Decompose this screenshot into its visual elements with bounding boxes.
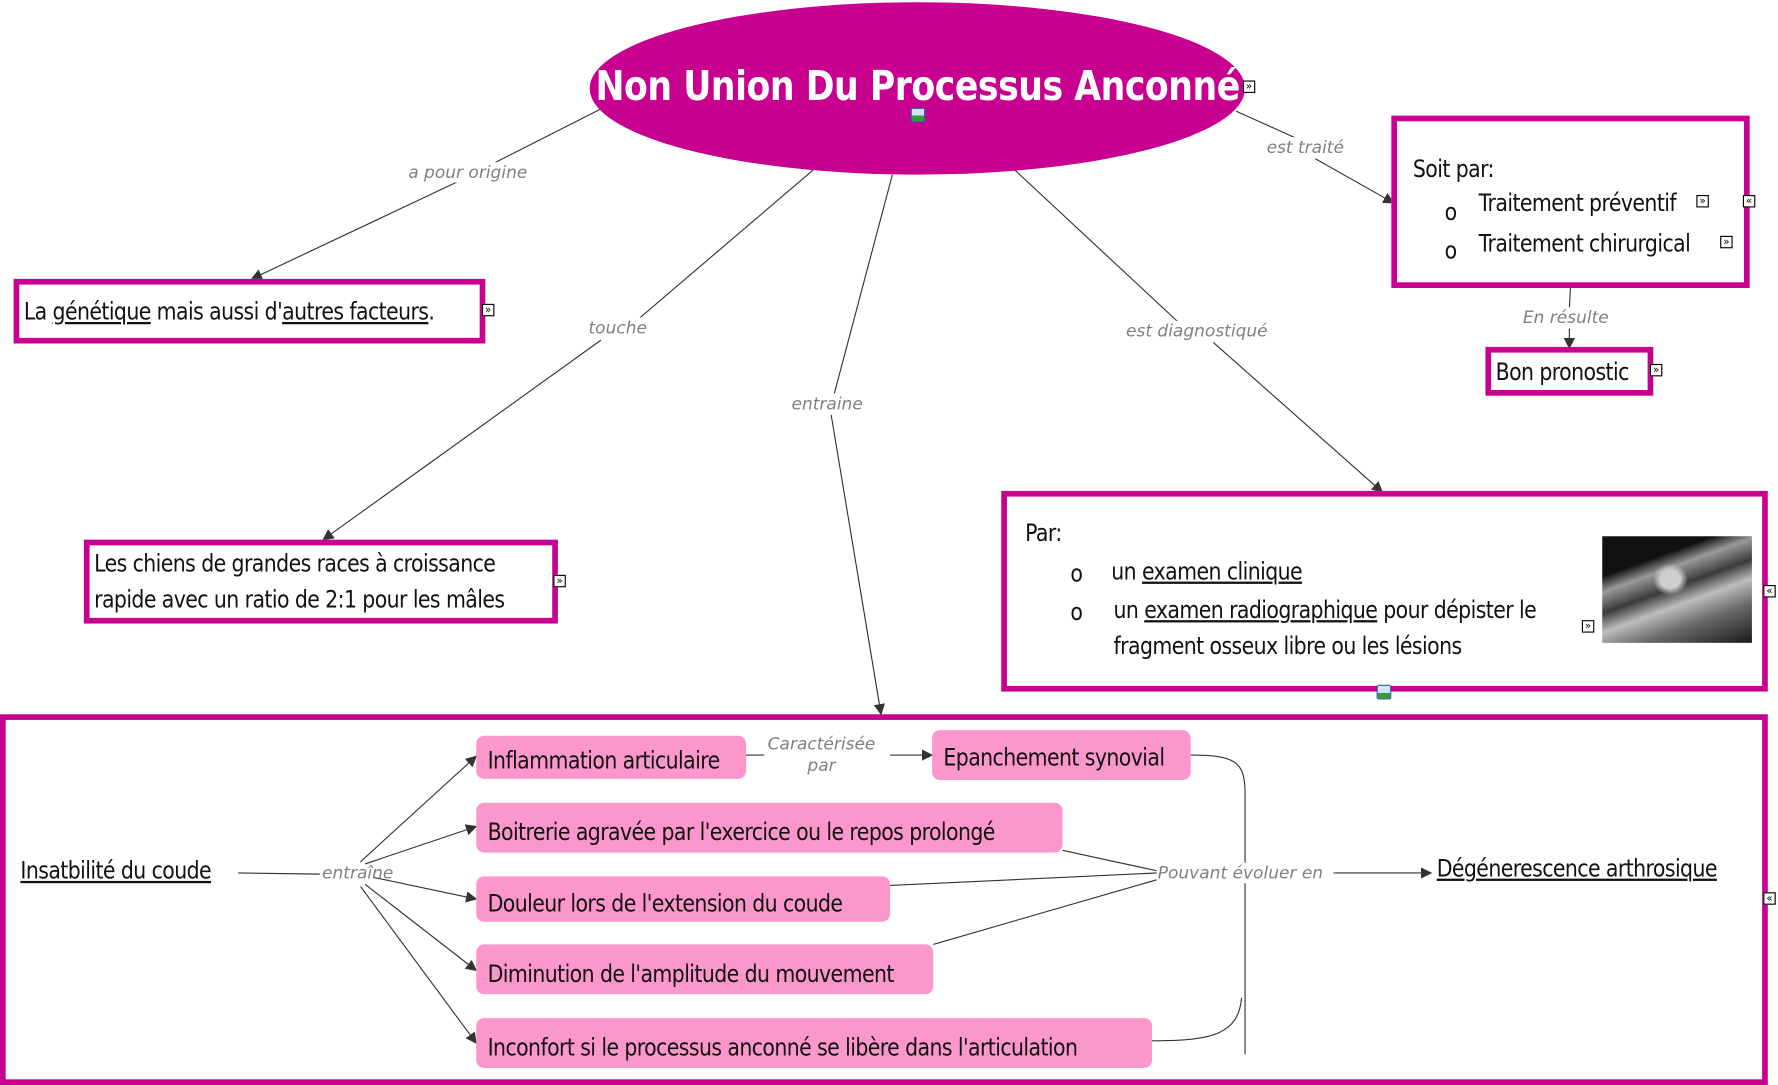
line-inconfort-evolve [1152,997,1243,1042]
link-label-est-traite: est traité [1266,137,1344,158]
origin-node[interactable]: La génétique mais aussi d'autres facteur… [13,278,486,344]
line-touche-a [634,169,814,323]
line-to-inflammation [360,755,478,863]
line-diag-a [1014,169,1180,324]
collapse-left-icon[interactable]: « [1742,195,1756,208]
link-label-caracterisee-par: Caractérisée par [768,734,876,777]
expand-right-icon[interactable]: » [1581,620,1595,633]
link-label-est-diagnostique: est diagnostiqué [1125,320,1268,342]
line-traite-a [1235,110,1305,143]
diagnosis-item-suffix: pour dépister le [1377,596,1537,624]
link-examen-radiographique[interactable]: examen radiographique [1144,596,1378,624]
diagnosis-heading: Par: [1025,519,1062,547]
dogs-line-2: rapide avec un ratio de 2:1 pour les mâl… [94,586,505,614]
line-douleur-evolve [890,872,1157,887]
effect-pain-text: Douleur lors de l'extension du coude [487,889,843,918]
treatment-node[interactable]: Soit par: o Traitement préventif o Trait… [1391,115,1750,288]
diagnosis-item-1: un examen clinique [1111,558,1302,585]
treatment-heading: Soit par: [1412,155,1495,183]
effect-lameness-text: Boitrerie agravée par l'exercice ou le r… [487,818,996,846]
line-origin-b [250,183,454,280]
bullet: o [1070,560,1083,588]
affected-dogs-node[interactable]: Les chiens de grandes races à croissance… [83,539,558,624]
diagnosis-item-prefix: un [1113,596,1145,624]
effect-pain[interactable]: Douleur lors de l'extension du coude [476,876,891,922]
line-boiterie-evolve [1062,849,1157,872]
line-entraine-a [832,174,893,397]
link-label-entraine-2: entraîne [322,862,394,884]
line-synovial-evolve [1190,754,1246,1055]
treatment-preventive[interactable]: Traitement préventif [1478,189,1677,217]
origin-text-part: . [428,298,435,326]
image-icon[interactable] [1376,684,1392,700]
collapse-left-icon[interactable]: « [1763,892,1776,905]
link-label-en-resulte: En résulte [1522,307,1609,328]
prognosis-node[interactable]: Bon pronostic [1485,346,1654,396]
link-autres-facteurs[interactable]: autres facteurs [282,298,429,326]
line-to-inconfort [360,886,477,1044]
link-label-line: par [807,755,836,776]
elbow-instability-link[interactable]: Insatbilité du coude [20,857,212,885]
link-examen-clinique[interactable]: examen clinique [1141,557,1303,586]
expand-right-icon[interactable]: » [1649,363,1663,377]
line-diminution-evolve [933,879,1157,945]
expand-right-icon[interactable]: » [553,574,566,588]
link-label-line: Caractérisée [767,733,876,754]
effect-discomfort[interactable]: Inconfort si le processus anconné se lib… [476,1018,1153,1068]
effect-inflammation[interactable]: Inflammation articulaire [476,735,747,779]
expand-right-icon[interactable]: » [1720,235,1733,249]
diagnosis-item-2-line-2: fragment osseux libre ou les lésions [1113,632,1463,660]
effect-lameness[interactable]: Boitrerie agravée par l'exercice ou le r… [476,802,1063,853]
line-to-boiterie [364,824,478,865]
line-entraine-b [830,414,885,716]
link-label-pouvant-evoluer: Pouvant évoluer en [1157,862,1324,884]
main-topic-node[interactable]: Non Union Du Processus Anconné [589,2,1246,175]
bullet: o [1444,198,1458,226]
origin-text-part: mais aussi d' [150,298,283,326]
effect-synovial-effusion-text: Epanchement synovial [943,743,1165,771]
line-touche-b [322,339,602,541]
line-to-douleur [374,876,478,903]
line-instab [238,872,320,875]
elbow-xray-image[interactable] [1602,536,1752,643]
collapse-left-icon[interactable]: « [1763,585,1776,598]
diagnosis-item-2: un examen radiographique pour dépister l… [1114,596,1537,623]
prognosis-text: Bon pronostic [1495,358,1630,386]
diagnosis-item-prefix: un [1111,557,1142,586]
effect-reduced-motion[interactable]: Diminution de l'amplitude du mouvement [476,944,934,995]
origin-text-part: La [23,298,53,326]
degeneration-link[interactable]: Dégénerescence arthrosique [1436,854,1718,883]
origin-text: La génétique mais aussi d'autres facteur… [24,298,435,325]
line-resulte-a [1568,286,1572,309]
expand-right-icon[interactable]: » [481,303,495,317]
link-label-entraine: entraine [791,393,863,414]
expand-right-icon[interactable]: » [1696,195,1709,208]
line-diag-b [1212,341,1384,493]
image-icon[interactable] [910,107,926,123]
link-genetique[interactable]: génétique [52,298,152,326]
line-to-diminution [364,883,478,972]
link-label-touche: touche [588,317,647,338]
effect-reduced-motion-text: Diminution de l'amplitude du mouvement [487,960,895,988]
effect-synovial-effusion[interactable]: Epanchement synovial [932,730,1191,781]
effect-discomfort-text: Inconfort si le processus anconné se lib… [487,1033,1078,1062]
line-traite-b [1315,158,1395,204]
link-label-a-pour-origine: a pour origine [408,162,528,183]
bullet: o [1070,598,1083,626]
main-topic-title: Non Union Du Processus Anconné [595,62,1240,110]
effect-inflammation-text: Inflammation articulaire [487,747,721,775]
bullet: o [1444,236,1458,265]
treatment-surgical[interactable]: Traitement chirurgical [1478,230,1691,258]
dogs-line-1: Les chiens de grandes races à croissance [94,549,496,578]
expand-right-icon[interactable]: » [1242,80,1256,93]
